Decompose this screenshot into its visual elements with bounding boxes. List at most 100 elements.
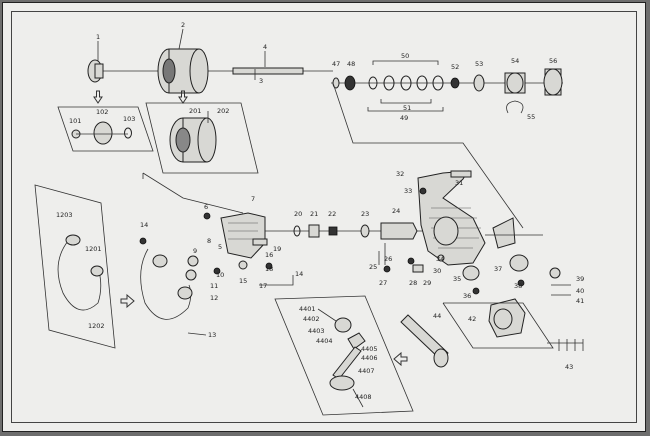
bail-panel: 1203 1201 1202 bbox=[34, 184, 116, 349]
part-6 bbox=[203, 212, 211, 220]
leader bbox=[317, 308, 337, 322]
part-1201 bbox=[90, 265, 104, 277]
label-1201: 1201 bbox=[85, 245, 102, 253]
part-washer bbox=[383, 75, 395, 91]
arrow-up-icon bbox=[93, 90, 103, 104]
label-2: 2 bbox=[181, 21, 185, 29]
part-11 bbox=[185, 269, 197, 281]
part-53 bbox=[473, 74, 485, 92]
label-3: 3 bbox=[259, 77, 263, 85]
rotor-body: 6 5 7 8 9 15 16 17 18 19 14 bbox=[193, 195, 303, 290]
reel-body: 32 33 31 34 25 26 27 28 29 30 35 36 37 3… bbox=[369, 170, 543, 300]
right-parts: 39 40 41 42 43 bbox=[442, 267, 584, 371]
label-12: 12 bbox=[210, 294, 218, 302]
part-19 bbox=[252, 238, 268, 246]
leader-13 bbox=[187, 332, 207, 336]
connector bbox=[332, 82, 524, 229]
label-11: 11 bbox=[210, 282, 218, 290]
label-4401: 4401 bbox=[299, 305, 316, 313]
part-27 bbox=[383, 265, 391, 273]
label-1202: 1202 bbox=[88, 322, 105, 330]
part-38 bbox=[517, 279, 525, 287]
label-41: 41 bbox=[576, 297, 584, 305]
arrow-up-icon bbox=[178, 90, 188, 104]
label-5: 5 bbox=[218, 243, 222, 251]
box-outline bbox=[145, 102, 259, 174]
label-22: 22 bbox=[328, 210, 336, 218]
part-washer bbox=[368, 76, 378, 90]
bracket-14 bbox=[259, 275, 294, 286]
label-25: 25 bbox=[369, 263, 377, 271]
leader-2 bbox=[178, 28, 184, 50]
spool-group: 1 2 4 3 bbox=[87, 21, 333, 94]
part-20 bbox=[293, 225, 301, 237]
label-28: 28 bbox=[409, 279, 417, 287]
label-13: 13 bbox=[208, 331, 216, 339]
part-4401 bbox=[334, 317, 352, 333]
label-32: 32 bbox=[396, 170, 404, 178]
label-4403: 4403 bbox=[308, 327, 325, 335]
part-102 bbox=[93, 121, 113, 145]
part-201-rear bbox=[197, 117, 217, 163]
label-4405: 4405 bbox=[361, 345, 378, 353]
label-24: 24 bbox=[392, 207, 400, 215]
label-51: 51 bbox=[403, 104, 411, 112]
label-27: 27 bbox=[379, 279, 387, 287]
panel-outline bbox=[274, 295, 414, 416]
part-12 bbox=[177, 286, 193, 300]
part-39 bbox=[549, 267, 561, 279]
label-4402: 4402 bbox=[303, 315, 320, 323]
label-56: 56 bbox=[549, 57, 557, 65]
part-rotor bbox=[220, 212, 266, 259]
label-10: 10 bbox=[216, 271, 224, 279]
label-15: 15 bbox=[239, 277, 247, 285]
label-4407: 4407 bbox=[358, 367, 375, 375]
handle-panel: 4401 4402 4403 4404 4405 4406 4407 4408 bbox=[274, 295, 414, 416]
label-7: 7 bbox=[251, 195, 255, 203]
part-2-rear bbox=[189, 48, 209, 94]
part-55-spring bbox=[506, 100, 524, 114]
bearing-row: 47 48 50 51 49 52 53 54 55 56 bbox=[331, 52, 563, 122]
part-18 bbox=[265, 262, 273, 270]
label-4406: 4406 bbox=[361, 354, 378, 362]
part-30 bbox=[437, 254, 445, 262]
label-4404: 4404 bbox=[316, 337, 333, 345]
bracket-50 bbox=[372, 60, 439, 65]
arrow-right-icon bbox=[120, 293, 135, 309]
part-48 bbox=[344, 75, 356, 91]
label-39: 39 bbox=[576, 275, 584, 283]
inner-frame bbox=[11, 11, 637, 423]
part-9 bbox=[152, 254, 168, 268]
label-4408: 4408 bbox=[355, 393, 372, 401]
part-4407 bbox=[329, 375, 355, 391]
label-40: 40 bbox=[576, 287, 584, 295]
label-43: 43 bbox=[565, 363, 573, 371]
label-30: 30 bbox=[433, 267, 441, 275]
bail-wire-group: 14 13 bbox=[139, 221, 216, 339]
label-103: 103 bbox=[123, 115, 135, 123]
label-42: 42 bbox=[468, 315, 476, 323]
part-54-face bbox=[506, 72, 524, 94]
part-35 bbox=[462, 265, 480, 281]
label-102: 102 bbox=[96, 108, 108, 116]
part-33 bbox=[419, 187, 427, 195]
part-36 bbox=[472, 287, 480, 295]
part-7 bbox=[213, 267, 221, 275]
label-18: 18 bbox=[265, 265, 273, 273]
label-6: 6 bbox=[204, 203, 208, 211]
part-10 bbox=[187, 255, 199, 267]
part-4-shaft bbox=[232, 67, 304, 75]
shaft-parts: 20 21 22 23 24 bbox=[265, 207, 423, 240]
part-21 bbox=[308, 224, 320, 238]
label-29: 29 bbox=[423, 279, 431, 287]
label-52: 52 bbox=[451, 63, 459, 71]
label-50: 50 bbox=[401, 52, 409, 60]
panel-outline bbox=[34, 184, 116, 349]
label-35: 35 bbox=[453, 275, 461, 283]
bracket-51 bbox=[380, 99, 432, 104]
rotor-parts: 10 11 12 bbox=[177, 255, 224, 302]
diagram-sheet: 1 2 4 3 102 101 103 bbox=[2, 2, 646, 432]
label-47: 47 bbox=[332, 60, 340, 68]
part-1202-wire bbox=[57, 240, 102, 311]
gear-box bbox=[442, 302, 554, 349]
